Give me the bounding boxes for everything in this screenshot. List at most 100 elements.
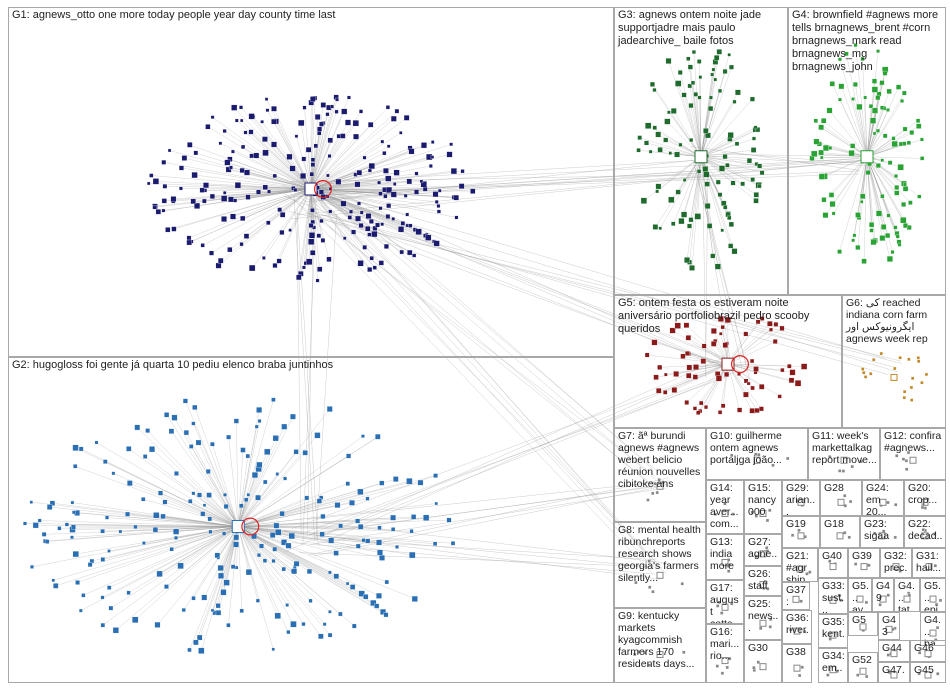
node[interactable]: [686, 372, 692, 379]
node[interactable]: [693, 364, 699, 370]
node[interactable]: [164, 584, 169, 589]
node[interactable]: [317, 126, 323, 132]
node[interactable]: [417, 479, 424, 486]
hub-node[interactable]: [836, 532, 844, 540]
node[interactable]: [430, 155, 435, 159]
hub-node[interactable]: [921, 532, 929, 540]
node[interactable]: [298, 119, 305, 127]
node[interactable]: [210, 115, 215, 119]
node[interactable]: [664, 372, 668, 377]
node[interactable]: [788, 377, 795, 384]
node[interactable]: [828, 559, 832, 563]
hub-node[interactable]: [860, 150, 874, 164]
node[interactable]: [310, 208, 315, 213]
node[interactable]: [647, 559, 651, 563]
node[interactable]: [734, 141, 740, 146]
node[interactable]: [419, 179, 424, 184]
node[interactable]: [800, 665, 804, 669]
node[interactable]: [316, 233, 322, 238]
hub-node[interactable]: [721, 357, 735, 371]
node[interactable]: [118, 529, 123, 534]
node[interactable]: [908, 200, 913, 205]
node[interactable]: [821, 118, 827, 124]
node[interactable]: [909, 130, 915, 135]
hub-node[interactable]: [829, 631, 837, 639]
node[interactable]: [753, 366, 759, 372]
node[interactable]: [855, 212, 861, 218]
node[interactable]: [869, 372, 873, 376]
node[interactable]: [675, 189, 681, 195]
node[interactable]: [720, 671, 725, 675]
node[interactable]: [917, 651, 922, 655]
node[interactable]: [222, 129, 227, 133]
node[interactable]: [777, 394, 782, 399]
node[interactable]: [826, 107, 833, 114]
node[interactable]: [239, 242, 244, 247]
node[interactable]: [215, 610, 222, 616]
node[interactable]: [805, 572, 809, 576]
node[interactable]: [901, 202, 907, 207]
node[interactable]: [277, 207, 282, 212]
node[interactable]: [446, 151, 453, 158]
hub-node[interactable]: [890, 671, 898, 679]
node[interactable]: [645, 122, 652, 129]
node[interactable]: [713, 77, 718, 82]
node[interactable]: [107, 585, 112, 590]
node[interactable]: [294, 134, 299, 138]
node[interactable]: [653, 481, 657, 486]
node[interactable]: [262, 136, 268, 142]
node[interactable]: [786, 456, 790, 461]
node[interactable]: [920, 505, 925, 510]
hub-node[interactable]: [925, 563, 933, 571]
node[interactable]: [64, 522, 69, 527]
node[interactable]: [46, 504, 53, 510]
node[interactable]: [296, 274, 302, 281]
node[interactable]: [856, 673, 860, 677]
node[interactable]: [673, 371, 679, 377]
node[interactable]: [132, 616, 139, 623]
node[interactable]: [753, 198, 759, 204]
node[interactable]: [262, 256, 266, 260]
node[interactable]: [271, 647, 275, 651]
hub-node[interactable]: [909, 456, 917, 464]
node[interactable]: [750, 147, 757, 153]
node[interactable]: [743, 378, 749, 384]
node[interactable]: [716, 49, 722, 55]
node[interactable]: [125, 511, 130, 517]
node[interactable]: [325, 112, 330, 117]
node[interactable]: [634, 580, 638, 585]
node[interactable]: [689, 265, 695, 271]
node[interactable]: [838, 469, 842, 473]
node[interactable]: [152, 205, 157, 210]
node[interactable]: [878, 603, 882, 607]
node[interactable]: [316, 498, 322, 504]
node[interactable]: [87, 562, 93, 568]
node[interactable]: [663, 390, 668, 395]
node[interactable]: [875, 210, 883, 217]
node[interactable]: [275, 529, 282, 536]
node[interactable]: [655, 183, 662, 190]
node[interactable]: [301, 622, 306, 627]
node[interactable]: [895, 84, 902, 90]
node[interactable]: [853, 562, 858, 566]
hub-node[interactable]: [878, 532, 886, 540]
node[interactable]: [392, 182, 397, 186]
node[interactable]: [725, 163, 730, 168]
node[interactable]: [327, 632, 333, 638]
node[interactable]: [895, 454, 899, 458]
node[interactable]: [412, 253, 417, 258]
node[interactable]: [446, 517, 452, 523]
node[interactable]: [902, 90, 907, 96]
node[interactable]: [262, 558, 268, 563]
node[interactable]: [905, 467, 909, 471]
hub-node[interactable]: [890, 650, 898, 658]
node[interactable]: [393, 476, 399, 482]
node[interactable]: [248, 113, 255, 120]
node[interactable]: [449, 142, 453, 147]
node[interactable]: [730, 602, 734, 606]
node[interactable]: [752, 666, 756, 670]
node[interactable]: [719, 332, 723, 336]
node[interactable]: [259, 543, 264, 549]
node[interactable]: [886, 500, 890, 505]
node[interactable]: [682, 650, 686, 654]
